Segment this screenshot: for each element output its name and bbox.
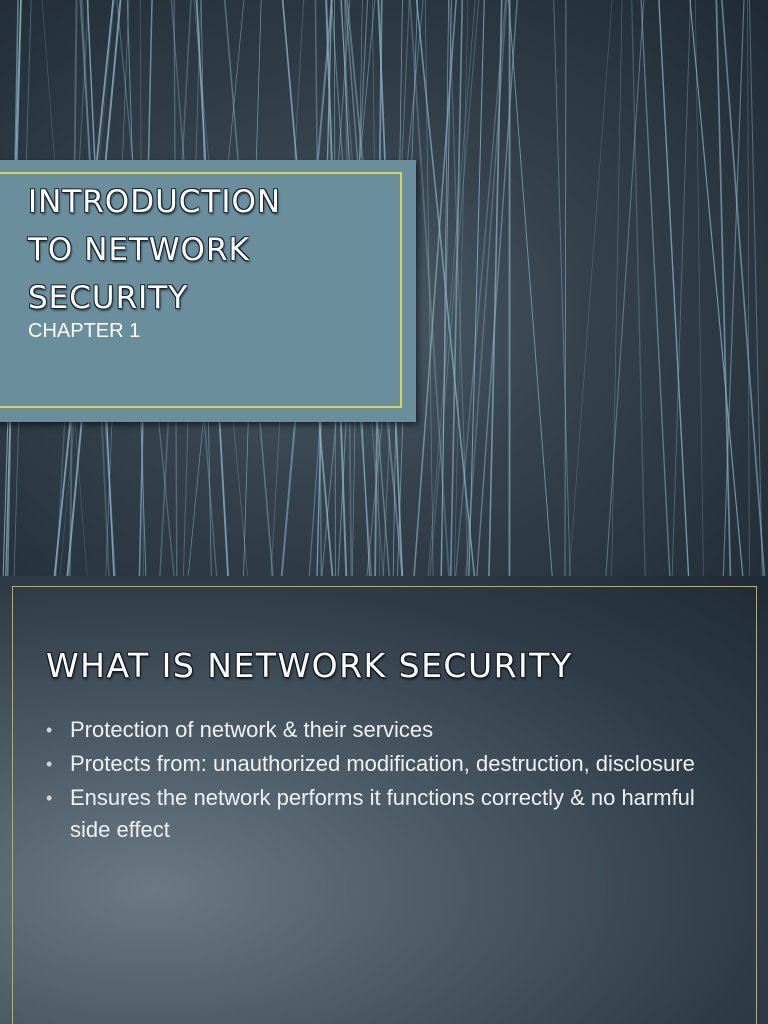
decorative-line xyxy=(413,0,457,576)
bullet-text: Protection of network & their services xyxy=(70,717,434,742)
decorative-line xyxy=(640,0,671,576)
bullet-item: • Protection of network & their services xyxy=(44,714,724,746)
slide-2: WHAT IS NETWORK SECURITY • Protection of … xyxy=(0,576,768,1024)
decorative-line xyxy=(631,0,646,576)
decorative-lines-background xyxy=(2,0,766,576)
title-line-3: SECURITY xyxy=(28,280,189,316)
decorative-line xyxy=(747,0,750,576)
bullet-icon: • xyxy=(46,788,53,808)
decorative-line xyxy=(658,0,690,576)
decorative-line xyxy=(424,0,434,576)
slide-frame xyxy=(12,586,757,1024)
decorative-line xyxy=(605,0,645,576)
decorative-line xyxy=(508,0,553,576)
title-line-2: TO NETWORK xyxy=(28,232,250,268)
bullet-text: Protects from: unauthorized modification… xyxy=(70,751,695,776)
decorative-line xyxy=(429,0,480,576)
decorative-line xyxy=(722,0,745,576)
decorative-line xyxy=(671,0,691,576)
decorative-line xyxy=(468,0,485,576)
slide-heading: WHAT IS NETWORK SECURITY xyxy=(46,646,573,685)
decorative-line xyxy=(454,0,507,576)
bullet-icon: • xyxy=(46,754,53,774)
decorative-line xyxy=(748,0,763,576)
slide-1: INTRODUCTION TO NETWORK SECURITY CHAPTER… xyxy=(0,0,768,576)
slide-title: INTRODUCTION TO NETWORK SECURITY xyxy=(28,178,398,322)
decorative-line xyxy=(449,0,464,576)
decorative-line xyxy=(427,0,476,576)
bullet-icon: • xyxy=(46,720,53,740)
title-box: INTRODUCTION TO NETWORK SECURITY CHAPTER… xyxy=(0,160,416,422)
decorative-line xyxy=(553,0,571,576)
title-line-1: INTRODUCTION xyxy=(28,184,282,220)
bullet-list: •Protection of network & their services … xyxy=(44,714,724,848)
decorative-line xyxy=(695,0,704,576)
decorative-line xyxy=(454,0,469,576)
bullet-item: • Protects from: unauthorized modificatio… xyxy=(44,748,724,780)
decorative-line xyxy=(476,0,518,576)
title-box-border xyxy=(0,172,402,408)
decorative-line xyxy=(448,0,469,576)
slide-subtitle: CHAPTER 1 xyxy=(28,320,141,342)
decorative-line xyxy=(465,0,508,576)
decorative-line xyxy=(689,0,744,576)
decorative-line xyxy=(568,0,613,576)
decorative-line xyxy=(488,0,503,576)
bullet-item: • Ensures the network performs it functio… xyxy=(44,782,724,846)
decorative-line xyxy=(611,0,623,576)
decorative-line xyxy=(409,0,450,576)
decorative-line xyxy=(415,0,476,576)
bullet-text: Ensures the network performs it function… xyxy=(70,785,695,842)
decorative-line xyxy=(721,0,766,576)
decorative-line xyxy=(715,0,732,576)
decorative-line xyxy=(564,0,567,576)
